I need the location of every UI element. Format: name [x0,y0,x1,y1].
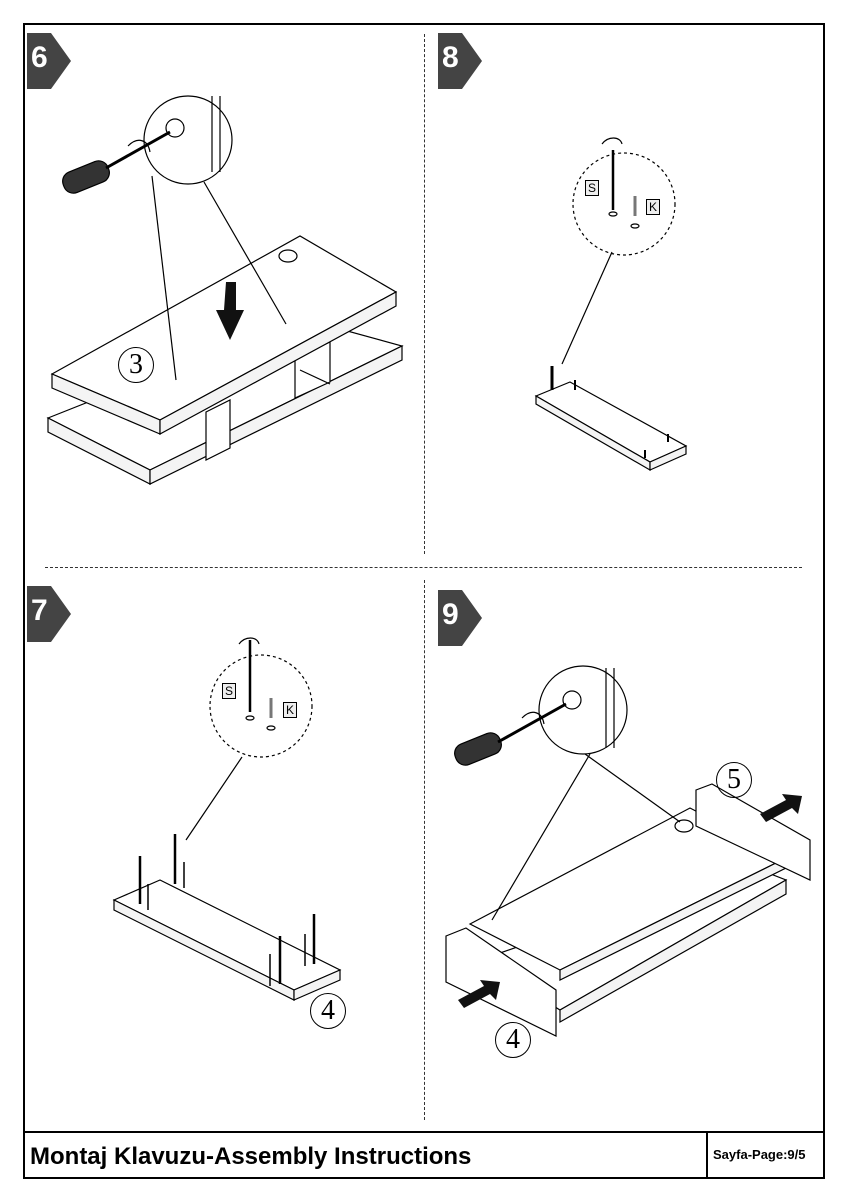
footer-title: Montaj Klavuzu-Assembly Instructions [30,1143,472,1170]
vertical-divider-bottom [424,580,425,1120]
part-label-4-step7: 4 [310,993,346,1029]
footer: Montaj Klavuzu-Assembly Instructions Say… [23,1131,825,1179]
vertical-divider-top [424,34,425,554]
step-badge-6: 6 [27,33,73,89]
screw-tag-step7: S [222,683,237,699]
footer-separator [706,1133,708,1179]
step-badge-7: 7 [27,586,73,642]
step7-illustration [112,637,342,1001]
step6-illustration [46,95,404,485]
part-label-4-step9: 4 [495,1022,531,1058]
step-badge-9: 9 [438,590,484,646]
part-label-3: 3 [118,347,154,383]
dowel-tag-step7: K [283,702,298,718]
dowel-tag-step8: K [646,199,661,215]
page-frame [23,23,825,1179]
horizontal-divider [45,567,802,568]
step9-illustration [445,665,811,1037]
screw-tag-step8: S [585,180,600,196]
page-number: Sayfa-Page:9/5 [713,1147,806,1162]
part-label-5: 5 [716,762,752,798]
step-badge-8: 8 [438,33,484,89]
step8-illustration [534,137,688,472]
